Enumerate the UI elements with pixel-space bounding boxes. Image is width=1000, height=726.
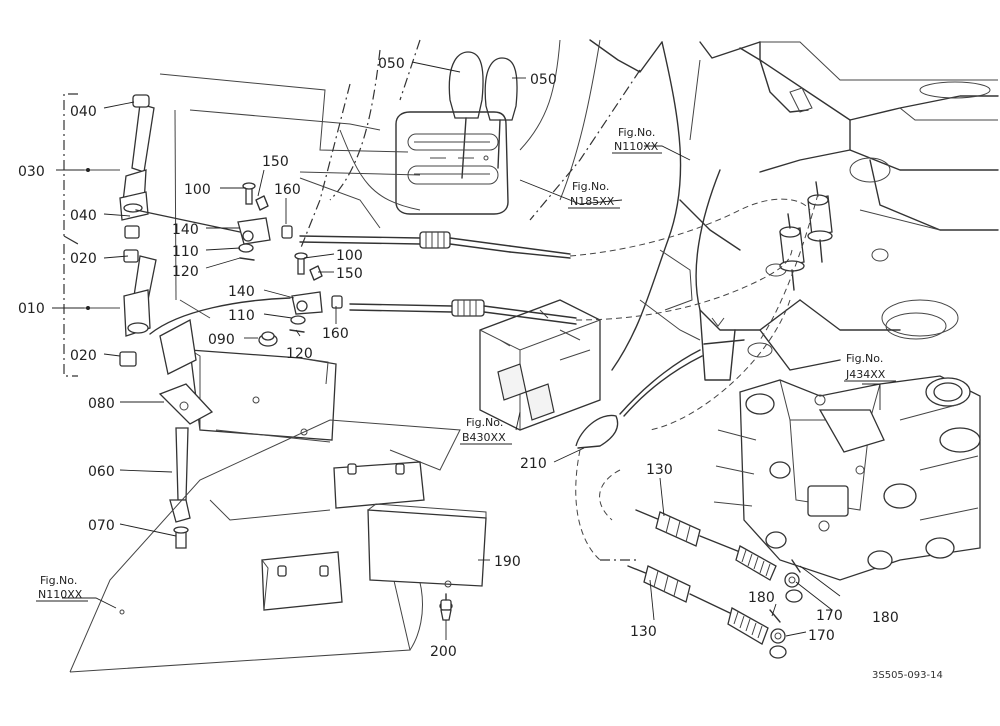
callout-050-left: 050: [378, 56, 405, 72]
callout-040-upper: 040: [70, 104, 97, 120]
callout-120-upper: 120: [172, 264, 199, 280]
callout-190: 190: [494, 554, 521, 570]
cable-clamp-210: [575, 339, 745, 449]
callout-080: 080: [88, 396, 115, 412]
callout-040-lower: 040: [70, 208, 97, 224]
callout-030: 030: [18, 164, 45, 180]
figref-n110-top-line2: N110XX: [614, 140, 659, 153]
callout-010: 010: [18, 301, 45, 317]
lower-clevis-hardware: [289, 252, 343, 333]
callout-070: 070: [88, 518, 115, 534]
callout-150-lower: 150: [336, 266, 363, 282]
callout-140-lower: 140: [228, 284, 255, 300]
figref-n185-line1: Fig.No.: [572, 180, 609, 193]
figure-reference-labels: Fig.No. N110XX Fig.No. N185XX Fig.No. J4…: [36, 126, 896, 602]
callout-100-lower: 100: [336, 248, 363, 264]
rod-060: [169, 427, 191, 549]
callout-160-upper: 160: [274, 182, 301, 198]
callout-090: 090: [208, 332, 235, 348]
control-valve-j434: [713, 375, 981, 581]
callout-020-upper: 020: [70, 251, 97, 267]
callout-120-lower: 120: [286, 346, 313, 362]
machine-body-outline: [589, 39, 999, 381]
callout-140-upper: 140: [172, 222, 199, 238]
valve-bracket-b430: [479, 299, 601, 431]
callout-170-upper: 170: [816, 608, 843, 624]
callout-160-lower: 160: [322, 326, 349, 342]
lever-gate-panel: [395, 111, 509, 215]
mounting-bracket-080: [158, 318, 337, 443]
callout-110-upper: 110: [172, 244, 199, 260]
callout-130-upper: 130: [646, 462, 673, 478]
callout-180-lower: 180: [872, 610, 899, 626]
upper-control-cable: [299, 231, 571, 259]
callout-050-right: 050: [530, 72, 557, 88]
figref-n110-bottom-line1: Fig.No.: [40, 574, 77, 587]
cable-routes: [569, 193, 819, 561]
floor-panel: [69, 419, 461, 673]
callout-200: 200: [430, 644, 457, 660]
callout-labels: 040 030 040 020 010 020 080 060 070 050 …: [18, 56, 899, 660]
drawing-code: 3S505-093-14: [872, 670, 943, 681]
upper-clevis-hardware: [237, 182, 293, 261]
lower-control-cable: [349, 299, 577, 325]
callout-180-upper: 180: [748, 590, 775, 606]
cover-plate-190: [367, 503, 487, 588]
split-pins-180: [769, 559, 801, 623]
figref-n110-bottom-line2: N110XX: [38, 588, 83, 601]
callout-150-upper: 150: [262, 154, 289, 170]
figref-b430-line1: Fig.No.: [466, 416, 503, 429]
callout-210: 210: [520, 456, 547, 472]
group-bracket-030-010: [63, 93, 120, 377]
console-frame: [159, 39, 641, 319]
valve-cable-130-lower: [627, 565, 787, 659]
upper-lever-assembly-030: [119, 94, 155, 239]
figref-n185-line2: N185XX: [570, 195, 615, 208]
nut-090: [258, 331, 278, 347]
callout-100-upper: 100: [184, 182, 211, 198]
figref-b430-line2: B430XX: [462, 431, 506, 444]
valve-spool-pair: [779, 181, 833, 291]
figref-j434-line2: J434XX: [845, 368, 886, 381]
callout-060: 060: [88, 464, 115, 480]
callout-130-lower: 130: [630, 624, 657, 640]
callout-170-lower: 170: [808, 628, 835, 644]
leader-lines: [52, 61, 881, 640]
control-lever-grips: [448, 51, 518, 179]
figref-n110-top-line1: Fig.No.: [618, 126, 655, 139]
valve-cable-130-upper: [635, 509, 803, 603]
bolt-200: [439, 593, 453, 621]
figref-j434-line1: Fig.No.: [846, 352, 883, 365]
callout-020-lower: 020: [70, 348, 97, 364]
callout-110-lower: 110: [228, 308, 255, 324]
